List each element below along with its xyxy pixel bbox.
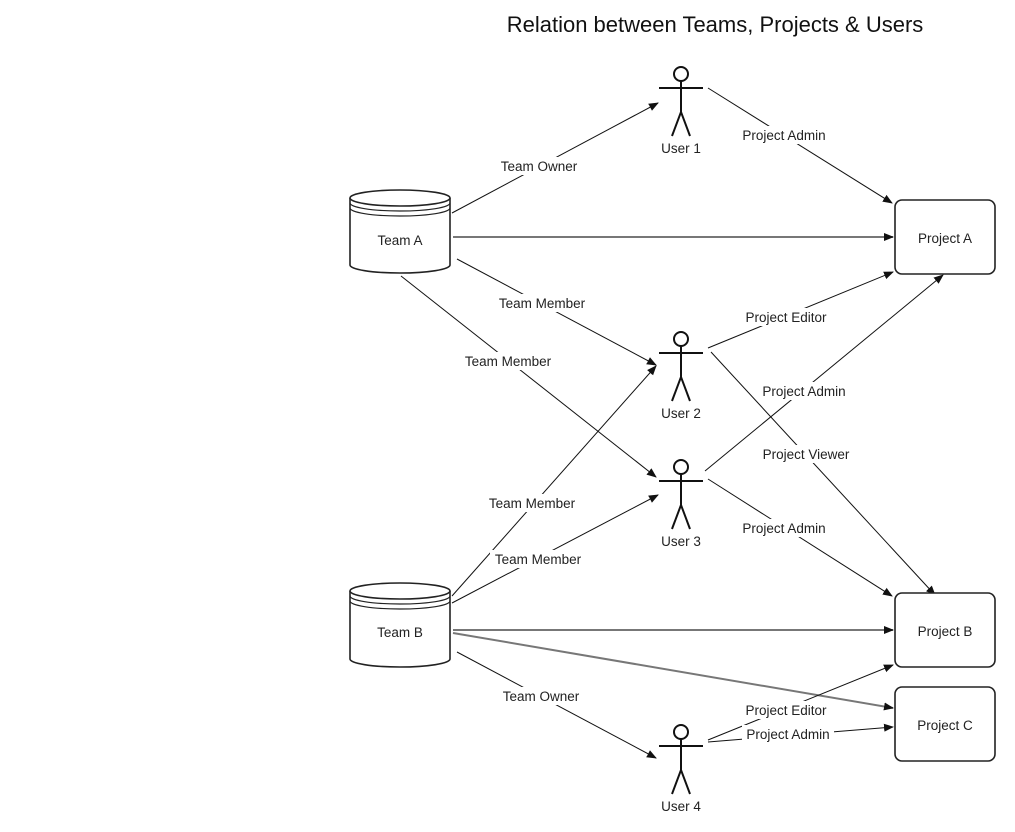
edge-label: Team Member (499, 296, 586, 311)
edge-label: Project Admin (746, 727, 829, 742)
user-4-label: User 4 (661, 799, 701, 814)
edge-label: Project Admin (742, 521, 825, 536)
team-b-label: Team B (377, 625, 423, 640)
user-3-label: User 3 (661, 534, 701, 549)
project-b-box: Project B (894, 592, 996, 668)
user-2-label: User 2 (661, 406, 701, 421)
edge-teamB-user3 (451, 494, 659, 604)
user-4-actor: User 4 (659, 724, 703, 814)
team-a-database: Team A (349, 189, 451, 274)
edge-label: Team Member (495, 552, 582, 567)
project-b-label: Project B (918, 624, 973, 639)
edge-label: Team Member (489, 496, 576, 511)
edge-user2-projB (710, 351, 936, 596)
edge-user3-projB (707, 478, 893, 597)
edge-label: Project Admin (742, 128, 825, 143)
edge-label: Team Member (465, 354, 552, 369)
edge-labels: Team Owner Project Admin Team Member Tea… (460, 126, 854, 743)
project-a-label: Project A (918, 231, 972, 246)
edge-label: Project Editor (745, 703, 827, 718)
user-1-actor: User 1 (659, 66, 703, 156)
edge-teamB-projC (452, 632, 894, 711)
edge-teamA-user3 (400, 275, 657, 478)
project-a-box: Project A (894, 199, 996, 275)
edge-teamB-user2 (451, 365, 657, 597)
user-1-label: User 1 (661, 141, 701, 156)
edge-label: Team Owner (501, 159, 578, 174)
edge-user3-projA (704, 274, 944, 472)
team-b-database: Team B (349, 582, 451, 668)
user-3-actor: User 3 (659, 459, 703, 549)
edge-user1-projA (707, 87, 893, 204)
project-c-box: Project C (894, 686, 996, 762)
diagram-title: Relation between Teams, Projects & Users (507, 12, 924, 37)
edges (400, 87, 944, 759)
user-2-actor: User 2 (659, 331, 703, 421)
edge-label: Project Admin (762, 384, 845, 399)
team-a-label: Team A (377, 233, 422, 248)
edge-label: Project Viewer (763, 447, 850, 462)
edge-label: Team Owner (503, 689, 580, 704)
project-c-label: Project C (917, 718, 973, 733)
edge-label: Project Editor (745, 310, 827, 325)
